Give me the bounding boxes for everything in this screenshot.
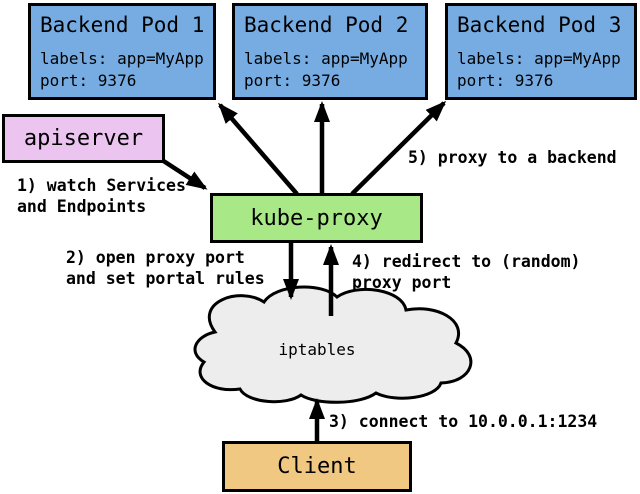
kube-proxy-label: kube-proxy xyxy=(250,205,383,231)
annotation-step2-open-proxy-port: 2) open proxy port and set portal rules xyxy=(66,248,265,288)
backend-pod-1-labels: labels: app=MyApp xyxy=(40,49,204,68)
kube-proxy-box: kube-proxy xyxy=(210,193,423,243)
annotation-step4-redirect: 4) redirect to (random) proxy port xyxy=(352,252,581,292)
backend-pod-2-box: Backend Pod 2 labels: app=MyApp port: 93… xyxy=(232,3,428,100)
client-box: Client xyxy=(222,441,412,492)
annotation-step5-proxy-to-backend: 5) proxy to a backend xyxy=(408,148,617,167)
arrow-step5-kube-proxy-to-pod1 xyxy=(218,102,299,196)
backend-pod-2-port: port: 9376 xyxy=(244,71,341,90)
arrow-step5-kube-proxy-to-pod3 xyxy=(350,100,447,196)
backend-pod-2-labels: labels: app=MyApp xyxy=(244,49,408,68)
apiserver-box: apiserver xyxy=(2,114,165,163)
iptables-label: iptables xyxy=(278,340,356,359)
client-label: Client xyxy=(277,454,357,479)
annotation-step3-connect: 3) connect to 10.0.0.1:1234 xyxy=(329,412,598,431)
backend-pod-3-box: Backend Pod 3 labels: app=MyApp port: 93… xyxy=(445,3,637,100)
iptables-cloud-shape xyxy=(193,285,473,404)
apiserver-label: apiserver xyxy=(23,126,144,151)
backend-pod-1-port: port: 9376 xyxy=(40,71,137,90)
backend-pod-3-port: port: 9376 xyxy=(457,71,554,90)
arrow-step1-apiserver-to-kube-proxy xyxy=(160,158,208,190)
backend-pod-3-labels: labels: app=MyApp xyxy=(457,49,621,68)
backend-pod-2-title: Backend Pod 2 xyxy=(244,13,409,37)
annotation-step1-watch-services: 1) watch Services and Endpoints xyxy=(17,176,186,216)
backend-pod-1-box: Backend Pod 1 labels: app=MyApp port: 93… xyxy=(28,3,216,100)
backend-pod-1-title: Backend Pod 1 xyxy=(40,13,205,37)
backend-pod-3-title: Backend Pod 3 xyxy=(457,13,622,37)
